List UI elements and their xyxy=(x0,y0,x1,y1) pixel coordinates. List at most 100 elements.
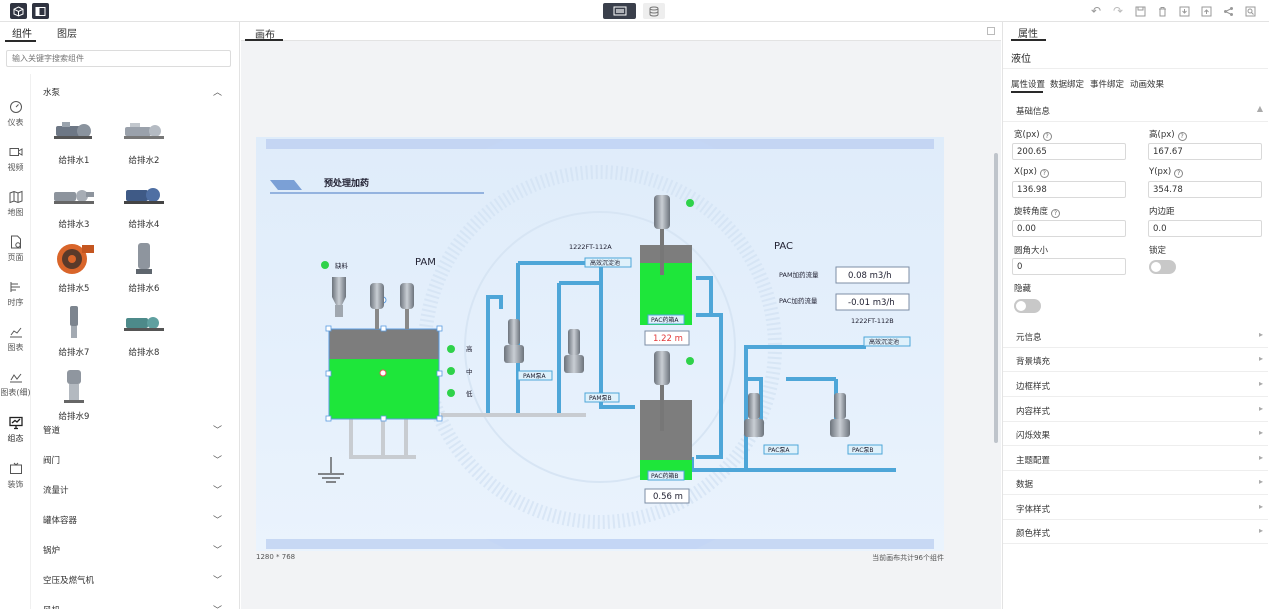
rotate-field[interactable] xyxy=(1012,220,1126,237)
section-theme-config[interactable]: 主题配置▸ xyxy=(1003,447,1268,471)
tab-properties[interactable]: 属性 xyxy=(1018,29,1038,40)
component-item[interactable]: 给排水5 xyxy=(44,242,104,300)
share-icon[interactable] xyxy=(1220,3,1236,19)
pac-tank-b-label: PAC药箱B xyxy=(651,472,679,480)
section-content-style[interactable]: 内容样式▸ xyxy=(1003,398,1268,422)
subtab-data-binding[interactable]: 数据绑定 xyxy=(1050,80,1085,90)
rail-item-gauge[interactable]: 仪表 xyxy=(0,100,31,128)
rail-item-decoration[interactable]: 装饰 xyxy=(0,462,31,490)
component-item[interactable]: 给排水8 xyxy=(114,306,174,364)
caret-right-icon: ▸ xyxy=(1258,404,1263,413)
help-icon[interactable]: ? xyxy=(1177,132,1187,141)
subtab-event-binding[interactable]: 事件绑定 xyxy=(1090,80,1125,90)
section-basic-info[interactable]: 基础信息 ▲ xyxy=(1003,98,1268,122)
box-icon[interactable] xyxy=(10,3,27,19)
maximize-icon[interactable] xyxy=(987,27,995,35)
category-compressor[interactable]: 空压及燃气机 ﹀ xyxy=(36,570,228,588)
rail-item-chart[interactable]: 图表 xyxy=(0,325,31,353)
redo-icon[interactable]: ↷ xyxy=(1112,4,1124,18)
help-icon[interactable]: ? xyxy=(1042,132,1052,141)
top-toolbar: ↶ ↷ xyxy=(0,0,1269,22)
process-diagram: 预处理加药 PAM PAC 缺料 xyxy=(256,137,944,551)
component-item[interactable]: 给排水1 xyxy=(44,114,104,172)
canvas-area: 画布 预处理加药 xyxy=(241,22,1001,609)
component-label: 给排水7 xyxy=(58,348,90,358)
x-field[interactable] xyxy=(1012,181,1126,198)
level-a-value: 1.22 m xyxy=(653,334,683,344)
section-font-style[interactable]: 字体样式▸ xyxy=(1003,496,1268,520)
undo-icon[interactable]: ↶ xyxy=(1090,4,1102,18)
section-background-fill[interactable]: 背景填充▸ xyxy=(1003,348,1268,372)
chevron-down-icon: ﹀ xyxy=(213,603,222,609)
section-meta-info[interactable]: 元信息▸ xyxy=(1003,324,1268,348)
layout-icon[interactable] xyxy=(32,3,49,19)
category-flowmeter[interactable]: 流量计 ﹀ xyxy=(36,480,228,498)
rail-item-timeline[interactable]: 时序 xyxy=(0,280,31,308)
section-label: 元信息 xyxy=(1016,333,1042,343)
radius-field[interactable] xyxy=(1012,258,1126,275)
category-fan[interactable]: 风机 ﹀ xyxy=(36,600,228,609)
section-data[interactable]: 数据▸ xyxy=(1003,471,1268,495)
category-valve[interactable]: 阀门 ﹀ xyxy=(36,450,228,468)
rail-item-scada[interactable]: 组态 xyxy=(0,416,31,444)
help-icon[interactable]: ? xyxy=(1039,169,1049,178)
pac-label: PAC xyxy=(774,241,793,252)
tab-components[interactable]: 组件 xyxy=(12,29,32,40)
rail-item-video[interactable]: 视频 xyxy=(0,145,31,173)
category-pump[interactable]: 水泵 ︿ xyxy=(36,82,228,100)
pump-thumbnail xyxy=(54,190,94,204)
category-boiler[interactable]: 锅炉 ﹀ xyxy=(36,540,228,558)
timeline-icon xyxy=(10,282,20,292)
chart-fine-icon xyxy=(9,373,22,383)
section-color-style[interactable]: 颜色样式▸ xyxy=(1003,520,1268,544)
component-item[interactable]: 给排水7 xyxy=(44,306,104,364)
help-icon[interactable]: ? xyxy=(1174,169,1184,178)
section-blink-effect[interactable]: 闪烁效果▸ xyxy=(1003,422,1268,446)
component-item[interactable]: 给排水6 xyxy=(114,242,174,300)
caret-right-icon: ▸ xyxy=(1258,453,1263,462)
preview-icon[interactable] xyxy=(1242,3,1258,19)
fan-pump-thumbnail xyxy=(57,244,94,274)
rail-item-map[interactable]: 地图 xyxy=(0,190,31,218)
save-icon[interactable] xyxy=(1132,3,1148,19)
width-field[interactable] xyxy=(1012,143,1126,160)
height-field[interactable] xyxy=(1148,143,1262,160)
category-label: 管道 xyxy=(43,426,61,436)
hide-toggle[interactable] xyxy=(1014,299,1041,313)
database-icon[interactable] xyxy=(643,3,665,19)
subtab-property-settings[interactable]: 属性设置 xyxy=(1011,80,1046,90)
category-pipe[interactable]: 管道 ﹀ xyxy=(36,420,228,438)
component-item[interactable]: 给排水2 xyxy=(114,114,174,172)
category-tank[interactable]: 罐体容器 ﹀ xyxy=(36,510,228,528)
category-label: 水泵 xyxy=(43,88,61,98)
hide-label: 隐藏 xyxy=(1014,284,1032,294)
component-item[interactable]: 给排水4 xyxy=(114,178,174,236)
help-icon[interactable]: ? xyxy=(1051,209,1061,218)
export-icon[interactable] xyxy=(1198,3,1214,19)
y-field[interactable] xyxy=(1148,181,1262,198)
section-border-style[interactable]: 边框样式▸ xyxy=(1003,373,1268,397)
subtab-animation[interactable]: 动画效果 xyxy=(1130,80,1165,90)
level-mid-label: 中 xyxy=(466,367,473,376)
subtab-underline xyxy=(1011,91,1043,93)
category-label: 空压及燃气机 xyxy=(43,576,95,586)
tab-canvas[interactable]: 画布 xyxy=(255,30,275,41)
component-search-input[interactable] xyxy=(6,50,231,67)
rotate-label: 旋转角度? xyxy=(1014,205,1061,218)
import-icon[interactable] xyxy=(1176,3,1192,19)
padding-field[interactable] xyxy=(1148,220,1262,237)
canvas-scrollbar[interactable] xyxy=(994,153,998,443)
scada-canvas[interactable]: 预处理加药 PAM PAC 缺料 xyxy=(256,137,944,551)
rail-item-page[interactable]: 页面 xyxy=(0,235,31,263)
rail-label: 页面 xyxy=(7,253,24,262)
component-item[interactable]: 给排水3 xyxy=(44,178,104,236)
section-label: 背景填充 xyxy=(1016,357,1051,367)
tab-layers[interactable]: 图层 xyxy=(57,29,77,40)
rail-item-chart-fine[interactable]: 图表(细) xyxy=(0,370,31,398)
component-item[interactable]: 给排水9 xyxy=(44,370,104,428)
canvas-view-icon[interactable] xyxy=(603,3,636,19)
lock-toggle[interactable] xyxy=(1149,260,1176,274)
tag-b-label: 1222FT-112B xyxy=(851,317,894,325)
pac-tank-a-label: PAC药箱A xyxy=(651,316,679,324)
delete-icon[interactable] xyxy=(1154,3,1170,19)
